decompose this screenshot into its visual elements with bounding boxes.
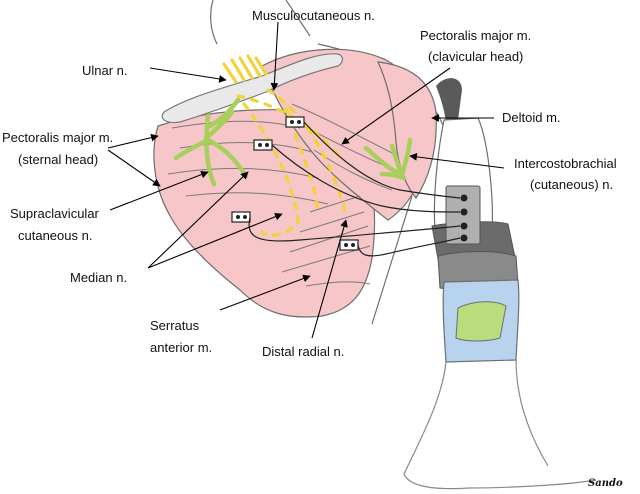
label-pectoralis-clavicular-1: Pectoralis major m. [420,28,531,43]
prosthetic-arm [403,78,597,490]
label-intercostobrachial-2: (cutaneous) n. [530,177,613,192]
intercostobrachial-nerve-green [363,137,413,181]
electrode-pair-4 [339,239,359,251]
label-median: Median n. [70,270,127,285]
shoulder-harness [436,78,462,122]
label-supraclavicular-1: Supraclavicular [10,206,100,221]
lead-wires [248,121,461,257]
artist-signature: Sando [588,478,623,489]
supraclavicular-nerve-green [173,97,249,187]
electrode-block [445,185,481,245]
label-serratus-1: Serratus [150,318,200,333]
label-pectoralis-sternal-2: (sternal head) [18,152,98,167]
label-pectoralis-sternal-1: Pectoralis major m. [2,130,113,145]
electrode-pair-2 [253,139,273,151]
label-deltoid: Deltoid m. [502,110,561,125]
label-distal-radial: Distal radial n. [262,344,344,359]
label-pectoralis-clavicular-2: (clavicular head) [428,49,523,64]
hand-outline [403,359,597,490]
label-arrows [107,21,505,339]
label-intercostobrachial-1: Intercostobrachial [514,156,617,171]
label-serratus-2: anterior m. [150,340,212,355]
deltoid-muscle [377,61,437,200]
label-supraclavicular-2: cutaneous n. [18,228,92,243]
electrode-pair-3 [231,211,251,223]
forearm-pad [455,301,507,342]
label-ulnar: Ulnar n. [82,63,128,78]
electrode-pair-1 [285,116,305,128]
ulnar-nerve-bundle [222,54,268,84]
clavicle [161,53,344,124]
label-musculocutaneous: Musculocutaneous n. [252,8,375,23]
